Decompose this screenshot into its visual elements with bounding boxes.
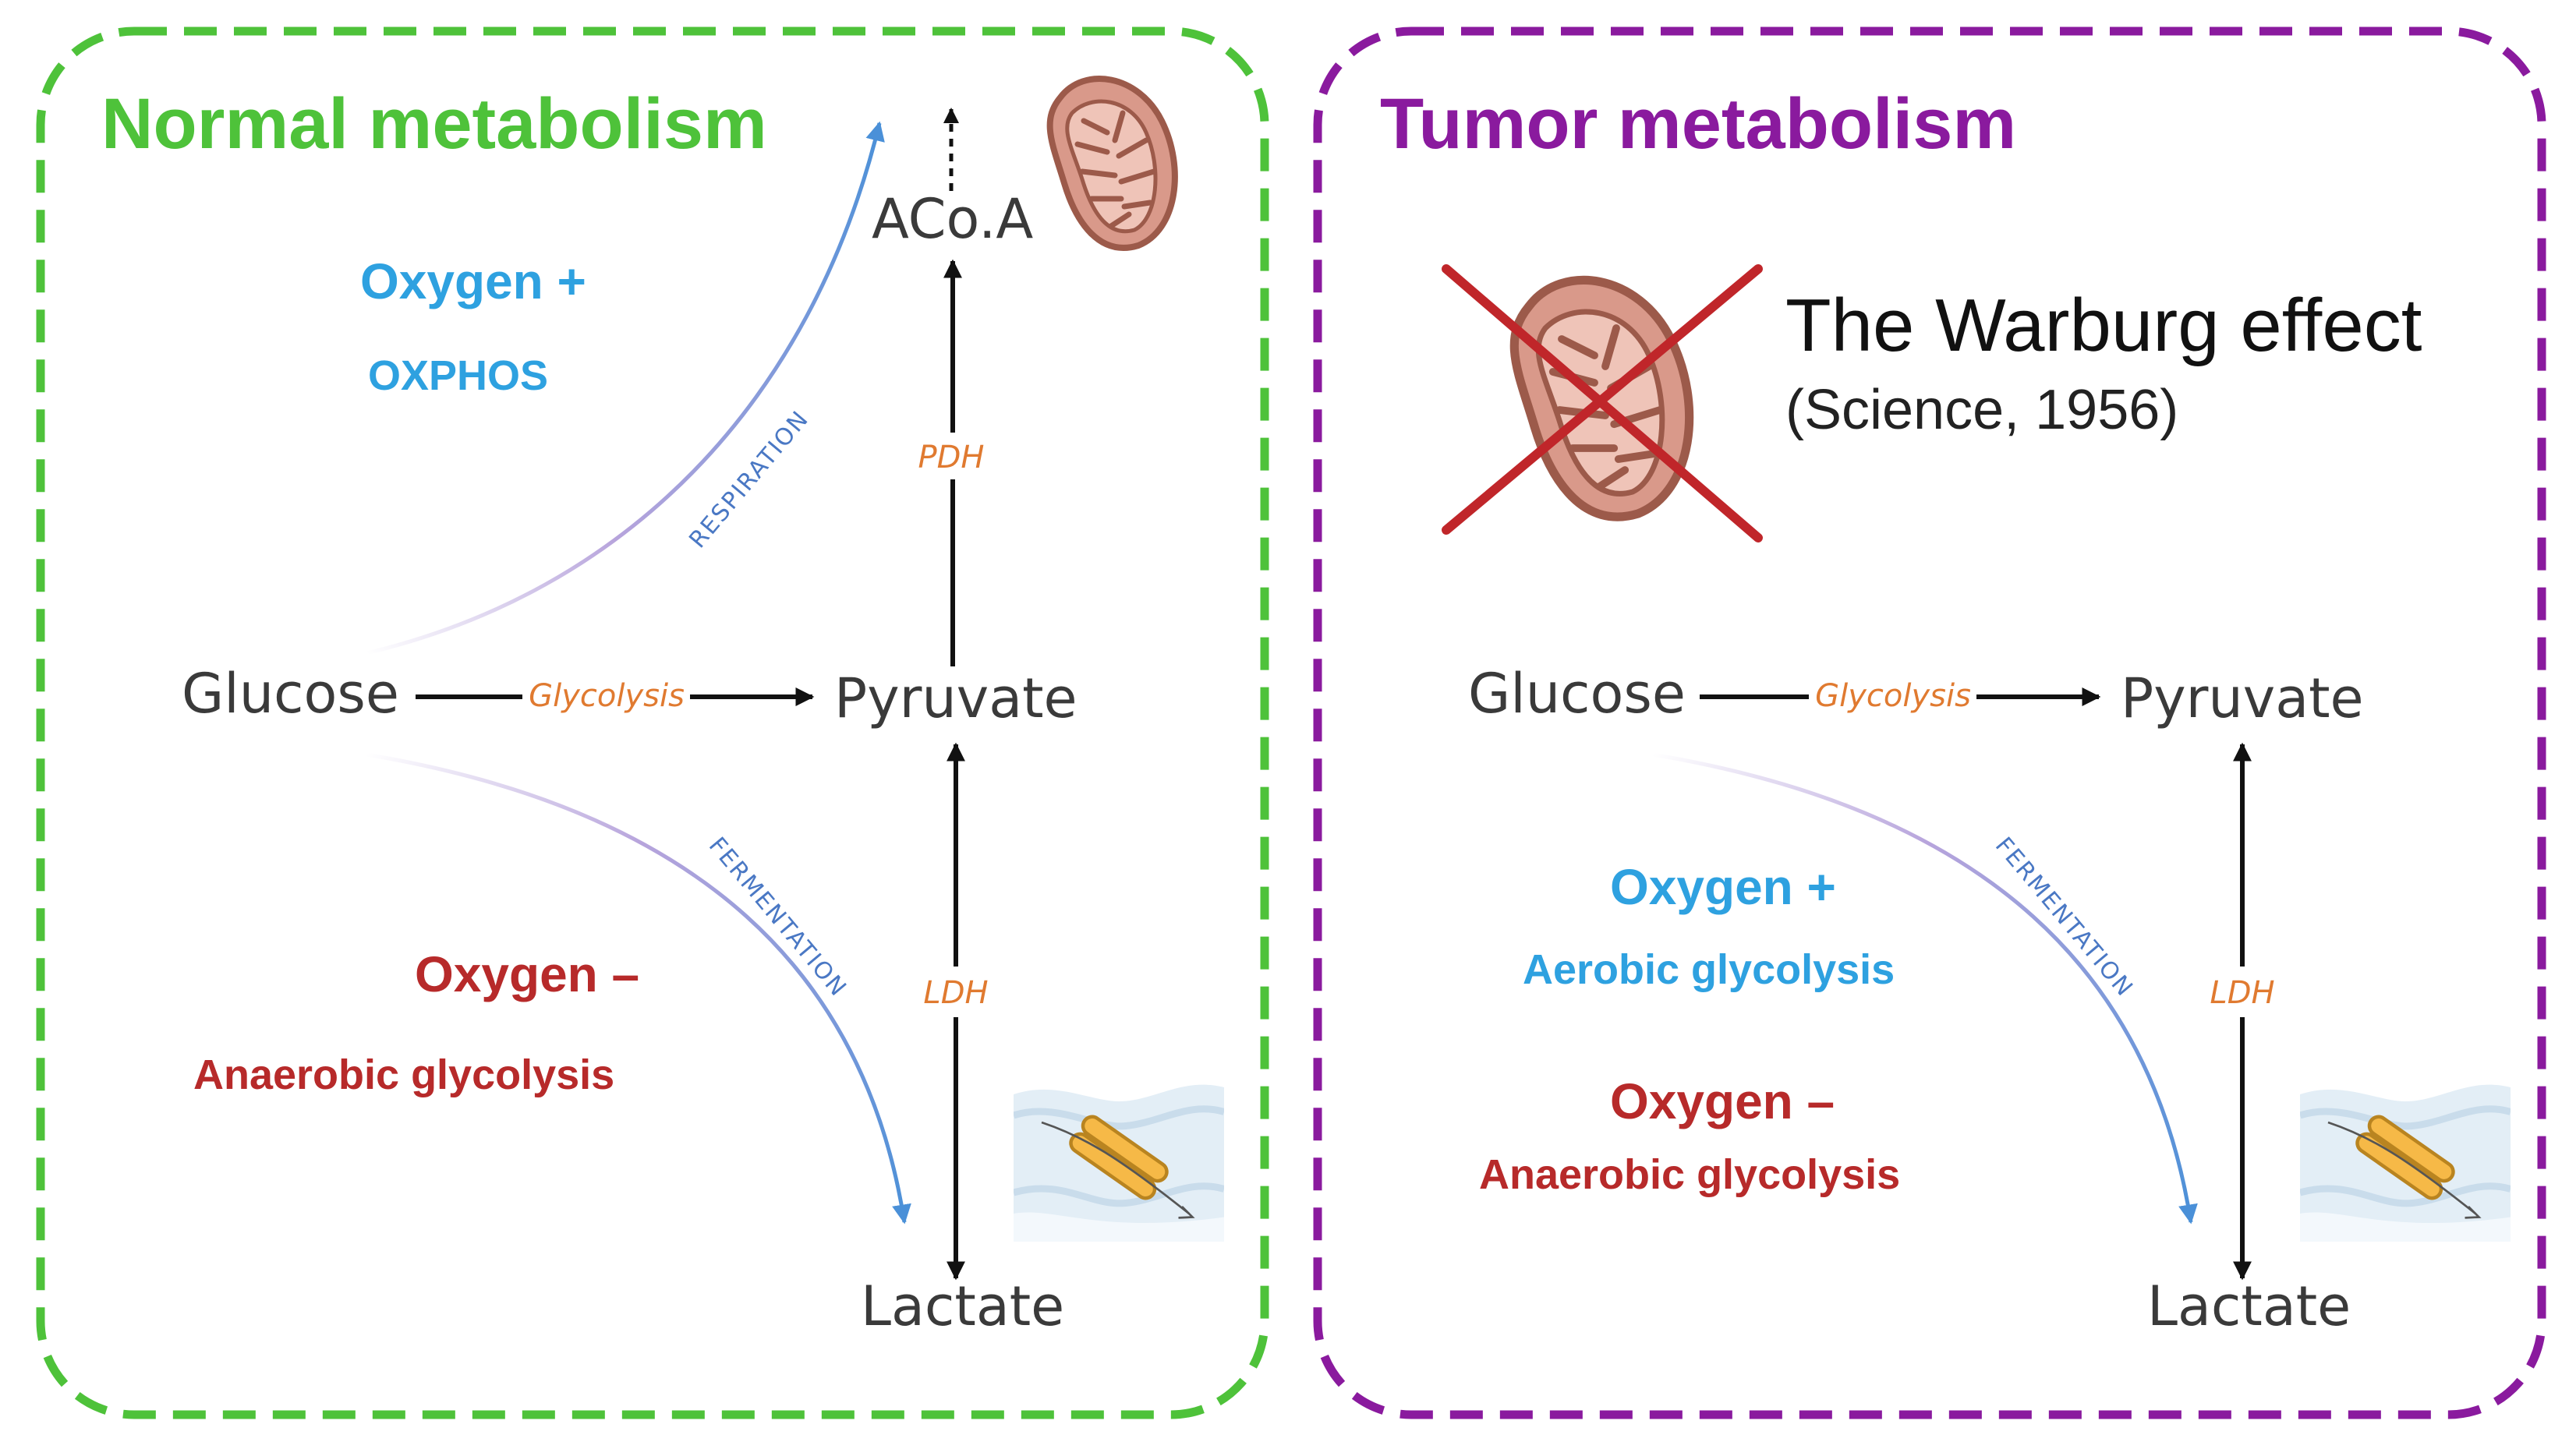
oxygen-minus-tumor: Oxygen – [1610,1073,1835,1129]
respiration-label: RESPIRATION [684,405,814,553]
oxygen-minus-normal: Oxygen – [415,946,639,1002]
pdh-label: PDH [918,440,985,475]
oxygen-plus-normal: Oxygen + [360,253,586,309]
pyruvate-label-normal: Pyruvate [834,666,1077,730]
anaerobic-label-normal: Anaerobic glycolysis [193,1051,614,1098]
glycolysis-label-tumor: Glycolysis [1815,678,1971,714]
acoa-label: ACo.A [872,187,1033,251]
normal-metabolism-panel: Normal metabolism RESPIRATION FERMENTATI… [36,27,1269,1419]
warburg-reference: (Science, 1956) [1785,379,2178,441]
normal-title: Normal metabolism [101,84,767,164]
glycolysis-label-normal: Glycolysis [529,678,685,714]
respiration-curve [366,121,885,656]
fermentation-label-tumor: FERMENTATION [1990,832,2139,1002]
ldh-label-tumor: LDH [2210,975,2274,1011]
pyruvate-label-tumor: Pyruvate [2121,666,2364,730]
aerobic-glycolysis-label: Aerobic glycolysis [1523,946,1895,993]
anaerobic-label-tumor: Anaerobic glycolysis [1479,1151,1900,1198]
glucose-label-tumor: Glucose [1468,662,1686,726]
normal-panel-border [36,27,1269,1419]
oxphos-label: OXPHOS [368,352,548,399]
lactate-label-tumor: Lactate [2147,1274,2351,1338]
fermentation-label-normal: FERMENTATION [703,832,852,1002]
ldh-label-normal: LDH [923,975,988,1011]
lactate-label-normal: Lactate [861,1274,1064,1338]
oxygen-plus-tumor: Oxygen + [1610,859,1836,915]
membrane-transporter-icon-normal [1014,1085,1224,1242]
tumor-metabolism-panel: Tumor metabolism The Warburg effect (Sci… [1313,27,2546,1419]
tumor-title: Tumor metabolism [1380,84,2016,164]
glucose-label-normal: Glucose [182,662,399,726]
warburg-title: The Warburg effect [1785,284,2422,367]
fermentation-curve-tumor [1652,752,2198,1225]
membrane-transporter-icon-tumor [2300,1085,2511,1242]
cross-mark [1442,264,1763,542]
mitochondrion-icon [1050,79,1175,248]
fermentation-curve-normal [366,752,911,1225]
tumor-panel-border [1313,27,2546,1419]
